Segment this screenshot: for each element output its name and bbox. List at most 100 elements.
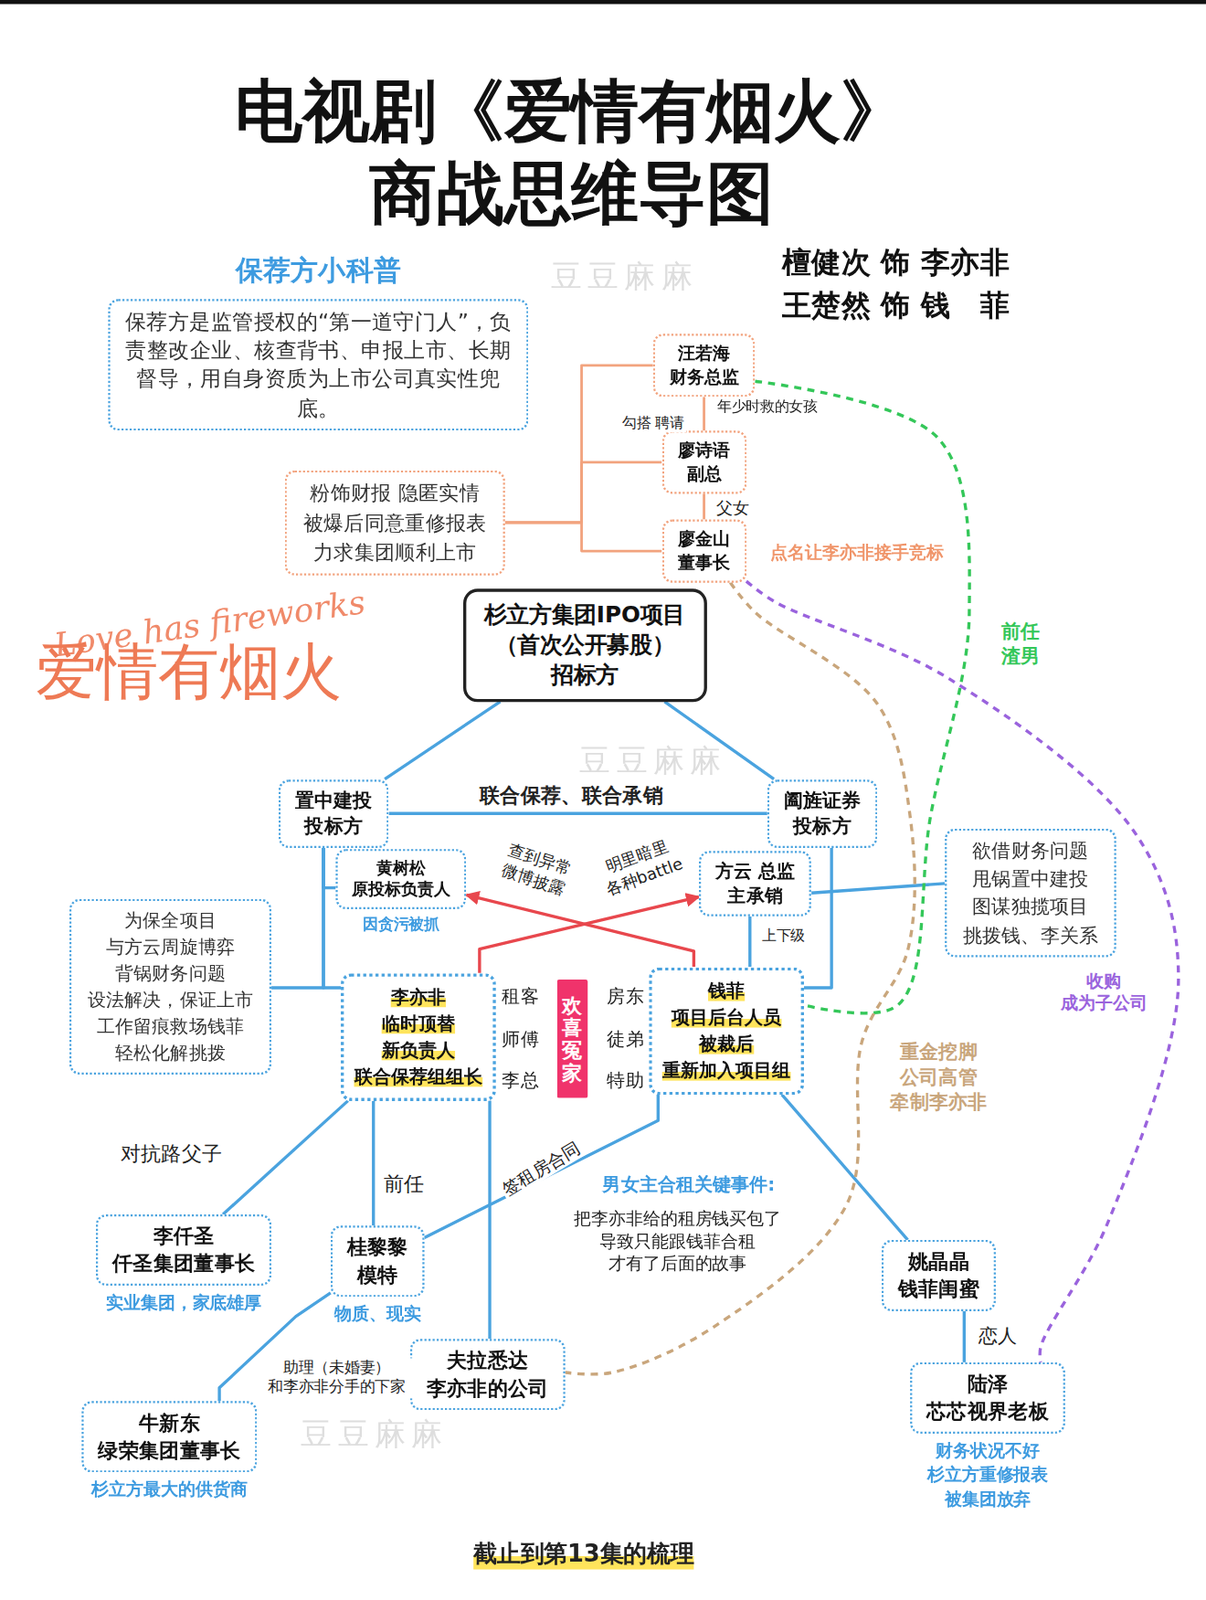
edge-label: 勾搭 聘请	[620, 412, 687, 432]
node-box: 阖旌证券投标方	[767, 779, 879, 848]
diagram-node: 李亦非临时顶替新负责人联合保荐组组长	[340, 973, 497, 1101]
watermark: 豆豆麻麻	[300, 1413, 448, 1454]
edge-label: 联合保荐、联合承销	[477, 781, 666, 808]
node-text: 临时顶替	[354, 1010, 484, 1036]
connector	[746, 581, 1179, 1363]
title-text: 电视剧《爱情有烟火》 商战思维导图	[214, 71, 930, 235]
node-subtitle: 因贪污被抓	[362, 913, 440, 935]
note-label: 徒弟	[606, 1026, 644, 1050]
node-text: 仟圣集团董事长	[112, 1249, 255, 1278]
edge-label: 助理（未婚妻） 和李亦非分手的下家	[258, 1357, 416, 1398]
node-text: 李亦非	[354, 983, 484, 1009]
node-box: 李亦非临时顶替新负责人联合保荐组组长	[340, 973, 497, 1101]
edge-label: 前任	[381, 1170, 427, 1197]
node-text: 重新加入项目组	[662, 1058, 792, 1084]
node-text: 汪若海	[669, 341, 740, 366]
edge-label: 签租房合同	[496, 1135, 586, 1202]
node-box: 廖金山董事长	[661, 518, 747, 582]
node-text: 李亦非的公司	[426, 1374, 550, 1402]
connector	[702, 396, 706, 431]
node-box: 保荐方是监管授权的“第一道守门人”，负责整改企业、核查背书、申报上市、长期督导，…	[107, 298, 529, 431]
diagram-node: 置中建投投标方	[278, 779, 390, 848]
diagram-node: 钱菲项目后台人员被裁后重新加入项目组	[648, 966, 804, 1095]
watermark: 豆豆麻麻	[550, 255, 699, 297]
diagram-node: 姚晶晶钱菲闺蜜	[881, 1239, 996, 1312]
node-text: 夫拉悉达	[426, 1346, 550, 1375]
note-label: 租客	[501, 983, 539, 1007]
node-text: 姚晶晶	[898, 1248, 980, 1276]
node-text: 联合保荐组组长	[354, 1064, 484, 1090]
node-box: 为保全项目 与方云周旋博弈 背锅财务问题 设法解决，保证上市 工作留痕救场钱菲 …	[69, 898, 272, 1075]
node-box: 欲借财务问题 甩锅置中建投 图谋独揽项目 挑拨钱、李关系	[944, 828, 1117, 958]
connector	[702, 493, 706, 519]
node-text: 董事长	[677, 550, 730, 575]
diagram-node: 陆泽芯芯视界老板财务状况不好 杉立方重修报表 被集团放弃	[909, 1362, 1066, 1512]
diagram-node: 廖金山董事长	[661, 518, 747, 582]
connector	[505, 522, 662, 551]
node-text: 杉立方集团IPO项目	[484, 599, 686, 630]
note-label: 把李亦非给的租房钱买包了 导致只能跟钱菲合租 才有了后面的故事	[567, 1206, 787, 1275]
node-box: 粉饰财报 隐匿实情 被爆后同意重修报表 力求集团顺利上市	[285, 469, 506, 575]
node-text: 置中建投	[295, 787, 373, 815]
diagram-node: 汪若海财务总监	[653, 333, 756, 397]
diagram-node: 夫拉悉达李亦非的公司	[410, 1338, 566, 1410]
node-text: 模特	[347, 1260, 409, 1289]
node-box: 陆泽芯芯视界老板	[909, 1362, 1066, 1434]
connector	[323, 847, 336, 889]
note-label: 爱情有烟火	[35, 631, 342, 711]
connector	[371, 1100, 375, 1227]
node-text: 廖诗语	[677, 438, 730, 463]
highlight: 李亦非	[391, 984, 446, 1006]
node-text: 陆泽	[926, 1370, 1049, 1398]
node-text: 芯芯视界老板	[926, 1397, 1049, 1426]
node-box: 牛新东绿荣集团董事长	[81, 1400, 257, 1472]
node-box: 桂黎黎模特	[330, 1225, 425, 1297]
node-text: 钱菲闺蜜	[898, 1275, 980, 1303]
node-text: 李仟圣	[112, 1222, 255, 1250]
node-text: 副总	[677, 462, 730, 487]
edge-label: 查到异常 微博披露	[489, 836, 585, 904]
highlight: 临时顶替	[381, 1012, 455, 1034]
node-box: 李仟圣仟圣集团董事长	[95, 1214, 272, 1286]
note-label: 师傅	[501, 1026, 539, 1050]
edge-label: 恋人	[976, 1322, 1020, 1348]
node-heading: 保荐方小科普	[235, 251, 402, 288]
node-text: 原投标负责人	[351, 878, 450, 901]
node-text: 投标方	[783, 813, 862, 840]
node-text: 黄树松	[351, 856, 450, 879]
note-label: 男女主合租关键事件:	[602, 1172, 775, 1196]
note-label: 特助	[606, 1068, 644, 1092]
note-label: 房东	[606, 983, 644, 1007]
connector	[487, 1100, 491, 1340]
highlight: 重新加入项目组	[662, 1059, 792, 1081]
node-text: 招标方	[484, 659, 686, 690]
connector	[388, 812, 767, 815]
edge-label: 对抗路父子	[118, 1139, 225, 1166]
edge-label: 前任 渣男	[994, 617, 1046, 668]
highlight: 新负责人	[381, 1038, 455, 1060]
note-label: 王楚然 饰 钱 菲	[782, 286, 1010, 326]
diagram-node: 李仟圣仟圣集团董事长实业集团，家底雄厚	[95, 1214, 272, 1315]
connector	[962, 1311, 966, 1363]
node-text: 廖金山	[677, 527, 730, 551]
node-text: 方云 总监	[715, 858, 795, 884]
node-text: 绿荣集团董事长	[97, 1436, 241, 1464]
diagram-node: 方云 总监主承销	[698, 850, 812, 917]
edge-label: 父女	[714, 497, 752, 519]
node-box: 夫拉悉达李亦非的公司	[410, 1338, 566, 1410]
highlight: 联合保荐组组长	[354, 1065, 484, 1087]
edge-label: 上下级	[760, 925, 807, 944]
node-text: 阖旌证券	[783, 787, 862, 815]
note-label: 年少时救的女孩	[717, 396, 817, 415]
node-subtitle: 物质、现实	[334, 1301, 422, 1327]
node-box: 方云 总监主承销	[698, 850, 812, 917]
highlight: 被裁后	[698, 1032, 754, 1054]
diagram-node: 杉立方集团IPO项目（首次公开募股）招标方	[462, 588, 707, 702]
node-text: （首次公开募股）	[484, 629, 686, 660]
node-text: 主承销	[715, 883, 795, 909]
watermark: 豆豆麻麻	[579, 740, 727, 781]
diagram-node: 欲借财务问题 甩锅置中建投 图谋独揽项目 挑拨钱、李关系	[944, 828, 1117, 958]
node-box: 钱菲项目后台人员被裁后重新加入项目组	[648, 966, 804, 1095]
node-text: 财务总监	[669, 365, 740, 390]
node-box: 置中建投投标方	[278, 779, 390, 848]
